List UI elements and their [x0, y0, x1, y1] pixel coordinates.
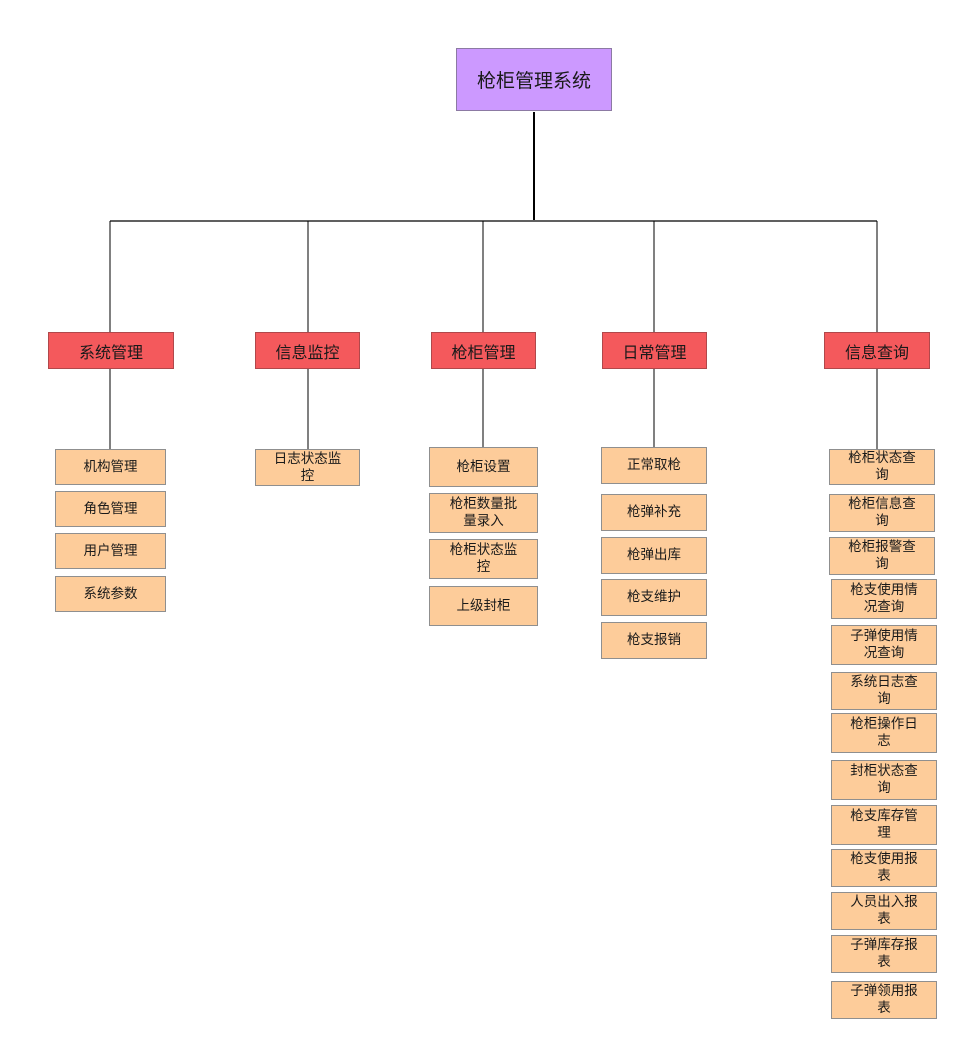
leaf-label: 枪柜报警查 询 — [848, 539, 916, 572]
leaf-label: 枪弹补充 — [627, 504, 681, 520]
category-label: 枪柜管理 — [451, 342, 516, 362]
category-node-system-management: 系统管理 — [48, 332, 174, 369]
root-node: 枪柜管理系统 — [456, 48, 612, 111]
leaf-node: 枪弹补充 — [601, 494, 707, 531]
category-label: 系统管理 — [78, 342, 143, 362]
leaf-label: 人员出入报 表 — [850, 894, 918, 927]
leaf-label: 正常取枪 — [627, 457, 681, 473]
leaf-label: 枪柜操作日 志 — [850, 716, 918, 749]
leaf-label: 枪支维护 — [627, 589, 681, 605]
leaf-label: 枪支报销 — [627, 632, 681, 648]
leaf-label: 枪弹出库 — [627, 547, 681, 563]
leaf-node: 子弹领用报 表 — [831, 981, 937, 1019]
leaf-node: 上级封柜 — [429, 586, 538, 626]
leaf-node: 枪柜信息查 询 — [829, 494, 935, 532]
leaf-node: 机构管理 — [55, 449, 166, 485]
leaf-node: 枪支库存管 理 — [831, 805, 937, 845]
leaf-node: 枪柜状态查 询 — [829, 449, 935, 485]
leaf-label: 子弹使用情 况查询 — [850, 628, 918, 661]
leaf-label: 机构管理 — [83, 458, 138, 475]
leaf-node: 系统日志查 询 — [831, 672, 937, 710]
leaf-node: 人员出入报 表 — [831, 892, 937, 930]
leaf-node: 系统参数 — [55, 576, 166, 612]
leaf-node: 枪柜操作日 志 — [831, 713, 937, 753]
leaf-node: 枪弹出库 — [601, 537, 707, 574]
leaf-label: 枪柜设置 — [456, 458, 511, 475]
leaf-node: 角色管理 — [55, 491, 166, 527]
leaf-label: 上级封柜 — [456, 597, 511, 614]
category-node-info-query: 信息查询 — [824, 332, 930, 369]
leaf-node: 枪柜报警查 询 — [829, 537, 935, 575]
category-label: 信息查询 — [844, 342, 909, 362]
leaf-label: 日志状态监 控 — [273, 450, 342, 484]
leaf-node: 枪支维护 — [601, 579, 707, 616]
category-label: 日常管理 — [622, 342, 687, 362]
leaf-node: 封柜状态查 询 — [831, 760, 937, 800]
leaf-label: 角色管理 — [83, 500, 138, 517]
leaf-label: 枪柜状态查 询 — [848, 450, 916, 483]
leaf-label: 枪支使用情 况查询 — [850, 582, 918, 615]
leaf-node: 枪支报销 — [601, 622, 707, 659]
leaf-node: 枪柜状态监 控 — [429, 539, 538, 579]
leaf-label: 枪柜数量批 量录入 — [449, 496, 518, 529]
leaf-label: 系统日志查 询 — [850, 674, 918, 707]
leaf-node: 日志状态监 控 — [255, 449, 360, 486]
leaf-label: 封柜状态查 询 — [850, 763, 918, 796]
leaf-label: 枪支库存管 理 — [850, 808, 918, 841]
leaf-label: 枪支使用报 表 — [850, 851, 918, 884]
leaf-label: 系统参数 — [83, 585, 138, 602]
leaf-node: 枪柜设置 — [429, 447, 538, 487]
leaf-node: 枪柜数量批 量录入 — [429, 493, 538, 533]
leaf-node: 枪支使用情 况查询 — [831, 579, 937, 619]
leaf-label: 用户管理 — [83, 542, 138, 559]
leaf-node: 用户管理 — [55, 533, 166, 569]
category-node-info-monitoring: 信息监控 — [255, 332, 360, 369]
leaf-node: 枪支使用报 表 — [831, 849, 937, 887]
leaf-label: 子弹库存报 表 — [850, 937, 918, 970]
category-node-cabinet-management: 枪柜管理 — [431, 332, 536, 369]
root-label: 枪柜管理系统 — [476, 70, 591, 92]
category-node-daily-management: 日常管理 — [602, 332, 707, 369]
leaf-node: 正常取枪 — [601, 447, 707, 484]
category-label: 信息监控 — [275, 342, 340, 362]
leaf-node: 子弹库存报 表 — [831, 935, 937, 973]
leaf-label: 子弹领用报 表 — [850, 983, 918, 1016]
leaf-node: 子弹使用情 况查询 — [831, 625, 937, 665]
leaf-label: 枪柜状态监 控 — [449, 542, 518, 575]
leaf-label: 枪柜信息查 询 — [848, 496, 916, 529]
